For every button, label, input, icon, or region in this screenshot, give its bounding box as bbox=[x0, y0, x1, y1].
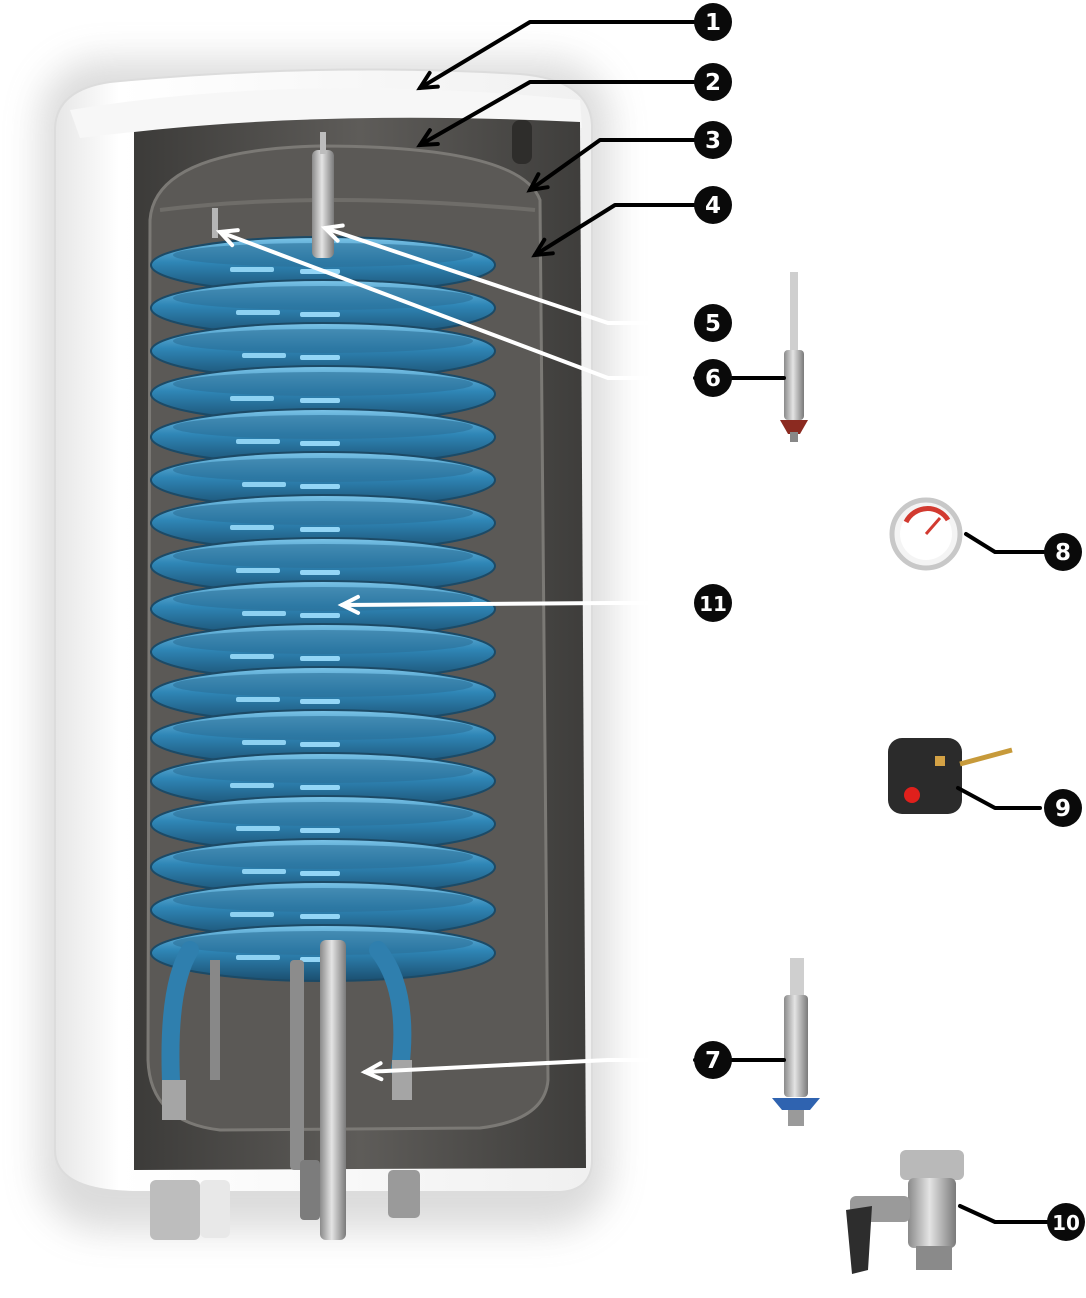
heating-element-icon bbox=[772, 958, 820, 1126]
coil-turn bbox=[150, 365, 496, 423]
callout-number: 3 bbox=[705, 128, 721, 154]
callout-number: 8 bbox=[1055, 540, 1071, 566]
thermostat-icon bbox=[888, 738, 1013, 814]
callout-badges: 1 2 3 4 5 6 7 8 9 10 11 bbox=[694, 3, 1085, 1241]
coil-turn bbox=[150, 666, 496, 724]
callout-number: 11 bbox=[699, 592, 727, 616]
safety-valve-icon bbox=[846, 1150, 964, 1274]
top-anode-rod bbox=[312, 150, 334, 258]
callout-badge-2: 2 bbox=[694, 63, 732, 101]
callout-badge-8: 8 bbox=[1044, 533, 1082, 571]
leader-line-2 bbox=[418, 80, 697, 147]
leader-arrowhead-6 bbox=[215, 228, 240, 248]
coil-turn bbox=[150, 709, 496, 767]
leader-arrowhead-2 bbox=[416, 128, 440, 148]
callout-badge-11: 11 bbox=[694, 584, 732, 622]
callout-number: 4 bbox=[705, 193, 721, 219]
leader-line-8 bbox=[964, 532, 1046, 554]
callout-badge-5: 5 bbox=[694, 304, 732, 342]
callout-badge-7: 7 bbox=[694, 1041, 732, 1079]
callout-number: 5 bbox=[705, 311, 721, 337]
leader-line-11 bbox=[340, 601, 697, 607]
leader-arrowhead-3 bbox=[526, 172, 550, 193]
thermometer-gauge-icon bbox=[889, 497, 963, 571]
leader-line-9 bbox=[956, 786, 1042, 810]
leader-line-10 bbox=[958, 1204, 1050, 1224]
callout-badge-1: 1 bbox=[694, 3, 732, 41]
leader-arrowhead-4 bbox=[531, 237, 555, 258]
callout-number: 9 bbox=[1055, 796, 1071, 822]
callout-badge-6: 6 bbox=[694, 359, 732, 397]
coil-turn bbox=[150, 795, 496, 853]
bottom-heating-element bbox=[320, 940, 346, 1240]
callout-number: 2 bbox=[705, 70, 721, 96]
callout-badge-10: 10 bbox=[1047, 1203, 1085, 1241]
leader-arrowhead-5 bbox=[320, 223, 345, 243]
leader-lines bbox=[215, 20, 1050, 1224]
callout-number: 10 bbox=[1052, 1211, 1080, 1235]
coil-turn bbox=[150, 494, 496, 552]
leader-arrowhead-7 bbox=[360, 1061, 384, 1082]
leader-line-5 bbox=[323, 226, 697, 325]
leader-arrowhead-11 bbox=[337, 594, 361, 615]
leader-line-6 bbox=[218, 230, 697, 380]
leader-arrowhead-1 bbox=[416, 70, 440, 91]
casing-top bbox=[70, 88, 582, 138]
callout-badge-3: 3 bbox=[694, 121, 732, 159]
leader-line-1 bbox=[418, 20, 697, 90]
leader-line-4 bbox=[533, 203, 697, 257]
coil-turn bbox=[150, 623, 496, 681]
coil-turn bbox=[150, 279, 496, 337]
callout-number: 6 bbox=[705, 366, 721, 392]
anode-rod-icon bbox=[780, 272, 808, 442]
coil-turn bbox=[150, 537, 496, 595]
callout-badge-4: 4 bbox=[694, 186, 732, 224]
callout-number: 1 bbox=[705, 10, 721, 36]
leader-line-7 bbox=[363, 1058, 697, 1074]
coil-turn bbox=[150, 838, 496, 896]
callout-badge-9: 9 bbox=[1044, 789, 1082, 827]
leader-line-3 bbox=[528, 138, 697, 192]
callout-number: 7 bbox=[705, 1048, 721, 1074]
coil-turn bbox=[150, 451, 496, 509]
coil-turn bbox=[150, 881, 496, 939]
heat-exchanger-coil bbox=[150, 236, 496, 982]
